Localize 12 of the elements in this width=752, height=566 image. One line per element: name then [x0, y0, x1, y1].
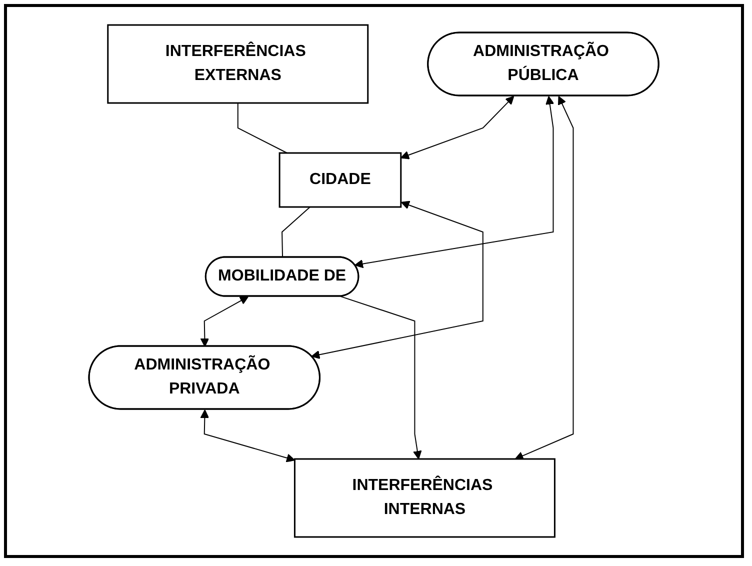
connector [238, 102, 288, 154]
node-box: INTERFERÊNCIAS INTERNAS [294, 458, 556, 538]
node-box: CIDADE [279, 152, 402, 208]
arrow [354, 96, 554, 268]
arrow [200, 410, 296, 462]
connector [282, 206, 311, 258]
node-box: INTERFERÊNCIAS EXTERNAS [107, 24, 369, 104]
arrow [340, 296, 422, 460]
arrow [515, 96, 574, 460]
arrow [311, 200, 484, 360]
arrow [400, 96, 514, 160]
arrow [200, 296, 249, 347]
